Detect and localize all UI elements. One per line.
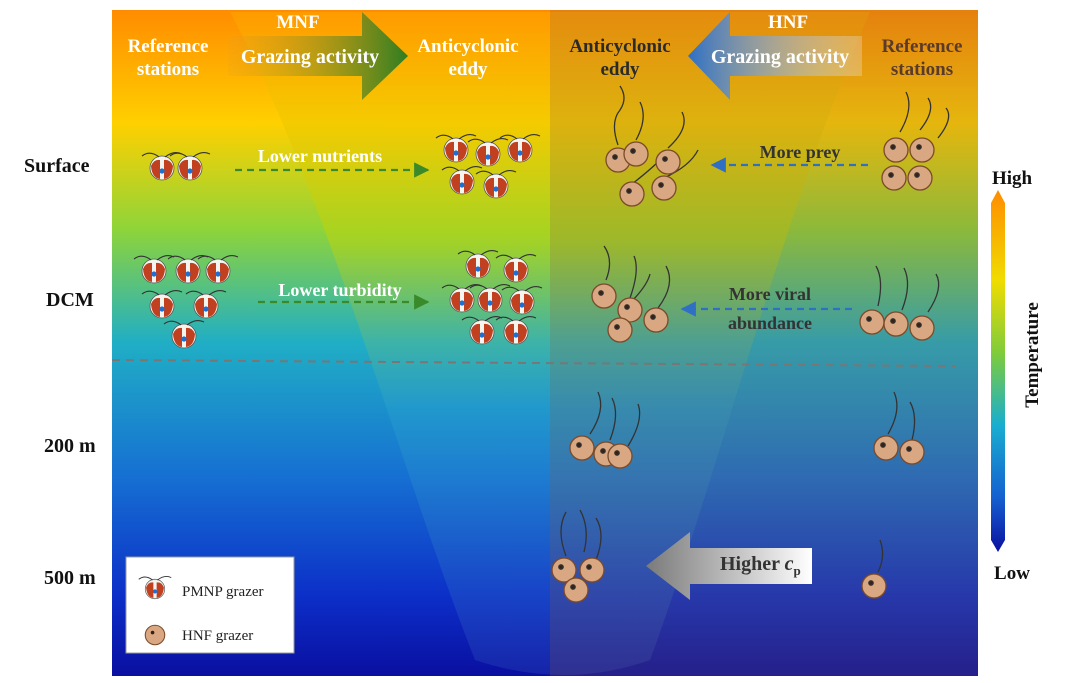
depth-label-500m: 500 m [44, 567, 96, 589]
hnf-grazers-500m-eddy [551, 509, 605, 603]
hnf-grazers-200m-eddy [569, 391, 641, 469]
lower-nutrients-label: Lower nutrients [258, 146, 382, 166]
lower-turbidity-label: Lower turbidity [278, 280, 401, 300]
colorbar [991, 190, 1005, 552]
mnf-activity-label: Grazing activity [241, 46, 379, 68]
left-eddy-label-line1: Anticyclonic [417, 36, 518, 57]
depth-label-surface: Surface [24, 155, 90, 177]
hnf-group-label: HNF [768, 12, 808, 33]
higher-cp-label: Higher cp [720, 553, 801, 578]
hnf-activity-label: Grazing activity [711, 46, 849, 68]
higher-cp-arrow [646, 532, 812, 600]
hnf-grazing-arrow [688, 12, 862, 100]
colorbar-title: Temperature [1022, 302, 1043, 408]
right-reference-label-line2: stations [891, 59, 953, 80]
more-viral-label-line1: More viral [729, 284, 811, 304]
hnf-grazers-surface-eddy [605, 85, 699, 207]
dcm-boundary-line [111, 359, 956, 367]
depth-label-dcm: DCM [46, 289, 94, 311]
mnf-grazing-arrow [228, 12, 408, 100]
hnf-grazers-dcm-eddy [591, 245, 671, 343]
left-reference-label-line1: Reference [128, 36, 209, 57]
right-reference-label-line1: Reference [882, 36, 963, 57]
hnf-legend-label: HNF grazer [182, 628, 253, 644]
eddy-v-shape [230, 12, 870, 675]
hnf-grazers-200m-reference [873, 391, 925, 465]
hnf-grazers-500m-reference [861, 539, 887, 599]
colorbar-low-label: Low [994, 563, 1030, 584]
hnf-legend-icon [144, 624, 166, 646]
more-prey-label: More prey [760, 142, 841, 162]
mnf-group-label: MNF [276, 12, 319, 33]
right-eddy-label-line1: Anticyclonic [569, 36, 670, 57]
depth-label-200m: 200 m [44, 435, 96, 457]
more-viral-label-line2: abundance [728, 313, 812, 333]
left-reference-label-line2: stations [137, 59, 199, 80]
right-eddy-label-line2: eddy [600, 59, 640, 80]
colorbar-high-label: High [992, 168, 1033, 189]
left-eddy-label-line2: eddy [448, 59, 488, 80]
pmnp-legend-label: PMNP grazer [182, 584, 264, 600]
hnf-grazers-dcm-reference [859, 265, 940, 341]
hnf-grazers-surface-reference [881, 91, 950, 191]
